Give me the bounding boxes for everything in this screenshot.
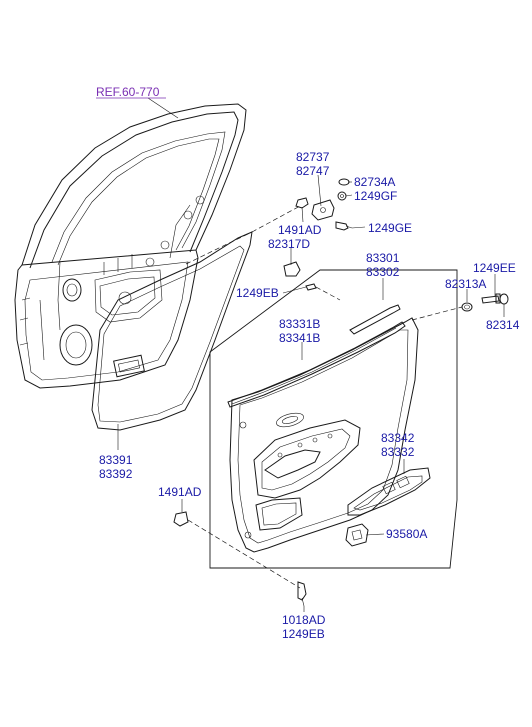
- label-83342: 83342: [381, 431, 415, 445]
- label-1249gf: 1249GF: [354, 189, 397, 203]
- label-83331b: 83331B: [279, 317, 320, 331]
- door-frame: [14, 103, 247, 389]
- cap-82314: [499, 293, 509, 305]
- label-83341b: 83341B: [279, 331, 320, 345]
- label-83332: 83332: [381, 445, 415, 459]
- inside-handle-bracket: [311, 199, 335, 221]
- clip-82734a: [338, 178, 350, 186]
- label-1249ge: 1249GE: [368, 221, 412, 235]
- clip-1491ad-low: [173, 511, 189, 527]
- label-82737: 82737: [296, 150, 330, 164]
- label-82314: 82314: [486, 318, 520, 332]
- screw-1249gf: [337, 191, 347, 201]
- cap-82313a: [461, 302, 473, 312]
- screw-bottom: [297, 581, 307, 607]
- label-82747: 82747: [296, 164, 330, 178]
- label-93580a: 93580A: [386, 527, 427, 541]
- label-83391: 83391: [99, 453, 133, 467]
- callout-labels: REF.60-770 82737 82747 82734A 1249GF 124…: [96, 85, 520, 641]
- label-1491ad-top: 1491AD: [278, 223, 322, 237]
- bracket-82317d: [283, 261, 301, 277]
- leader-lines: [117, 97, 505, 612]
- trim-panel: [229, 317, 419, 553]
- label-1249eb-bottom: 1249EB: [282, 627, 325, 641]
- label-82317d: 82317D: [268, 237, 310, 251]
- label-1249eb-mid: 1249EB: [236, 286, 279, 300]
- switch-panel: [347, 467, 431, 516]
- nut-1491ad-top: [295, 197, 309, 209]
- label-1491ad-low: 1491AD: [158, 485, 202, 499]
- screw-1249eb-mid: [305, 283, 317, 291]
- assembly-box: [209, 269, 458, 569]
- label-83392: 83392: [99, 467, 133, 481]
- label-83301: 83301: [366, 251, 400, 265]
- label-82734a: 82734A: [354, 175, 395, 189]
- label-82313a: 82313A: [445, 277, 486, 291]
- power-window-switch: [345, 523, 369, 547]
- screw-1249ee: [481, 293, 501, 304]
- alignment-lines: [185, 205, 463, 589]
- label-83302: 83302: [366, 265, 400, 279]
- door-pad: [91, 231, 253, 431]
- screw-1249ge: [335, 221, 353, 231]
- label-1249ee: 1249EE: [473, 261, 516, 275]
- belt-weatherstrip: [227, 304, 406, 408]
- label-1018ad: 1018AD: [282, 613, 326, 627]
- reference-label[interactable]: REF.60-770: [96, 85, 160, 99]
